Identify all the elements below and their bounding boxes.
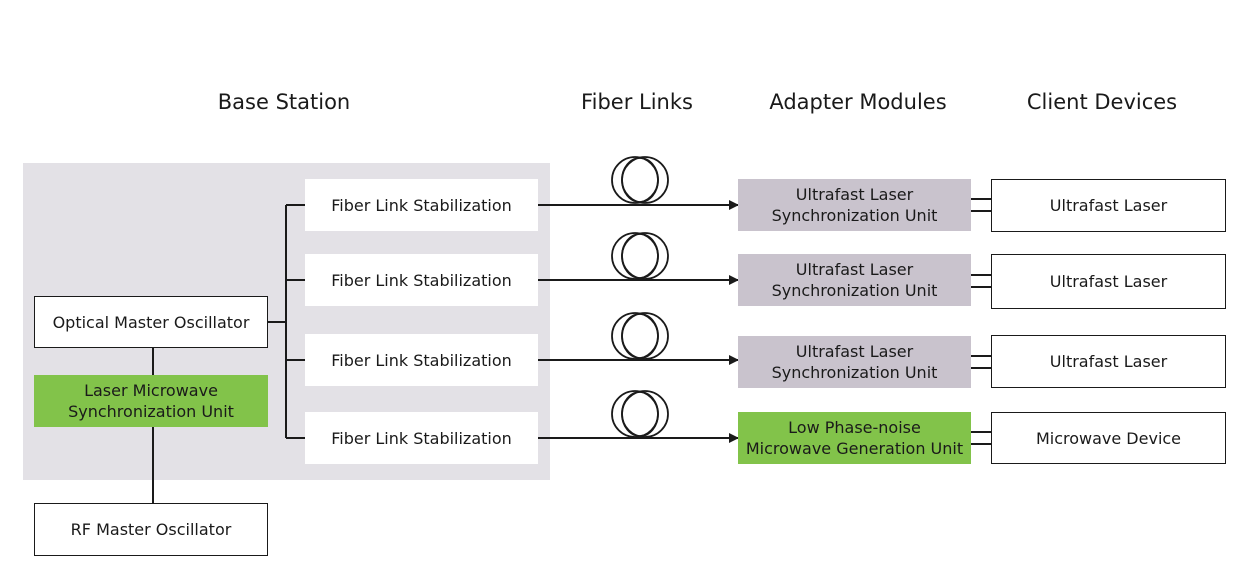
adapter-module-3: Ultrafast Laser Synchronization Unit — [738, 336, 971, 388]
adapter-module-2: Ultrafast Laser Synchronization Unit — [738, 254, 971, 306]
adapter-line-1: Ultrafast Laser — [795, 185, 914, 204]
adapter-line-1: Ultrafast Laser — [795, 260, 914, 279]
adapter-line-2: Microwave Generation Unit — [745, 439, 964, 458]
adapter-line-2: Synchronization Unit — [771, 281, 938, 300]
adapter-line-2: Synchronization Unit — [771, 206, 938, 225]
adapter-line-1: Ultrafast Laser — [795, 342, 914, 361]
laser-microwave-line-1: Laser Microwave — [84, 381, 218, 400]
fiber-coil-icon-1 — [611, 156, 669, 204]
adapter-module-1: Ultrafast Laser Synchronization Unit — [738, 179, 971, 231]
adapter-module-4: Low Phase-noise Microwave Generation Uni… — [738, 412, 971, 464]
optical-master-oscillator-label: Optical Master Oscillator — [52, 312, 250, 332]
header-base-station: Base Station — [217, 90, 351, 114]
client-device-label: Ultrafast Laser — [1049, 196, 1168, 215]
client-device-label: Microwave Device — [1035, 428, 1182, 448]
stabilization-label: Fiber Link Stabilization — [331, 350, 512, 370]
adapter-line-1: Low Phase-noise — [788, 418, 921, 437]
client-device-2: Ultrafast Laser — [991, 254, 1226, 309]
client-device-4: Microwave Device — [991, 412, 1226, 464]
fiber-coil-icon-2 — [611, 232, 669, 280]
client-device-label: Ultrafast Laser — [1049, 352, 1168, 371]
fiber-link-stabilization-1: Fiber Link Stabilization — [305, 179, 538, 231]
client-device-label: Ultrafast Laser — [1049, 272, 1168, 291]
rf-master-oscillator-label: RF Master Oscillator — [70, 520, 232, 539]
optical-master-oscillator: Optical Master Oscillator — [34, 296, 268, 348]
adapter-line-2: Synchronization Unit — [771, 363, 938, 382]
laser-microwave-line-2: Synchronization Unit — [68, 402, 234, 421]
client-device-1: Ultrafast Laser — [991, 179, 1226, 232]
fiber-coil-icon-4 — [611, 390, 669, 438]
fiber-link-stabilization-2: Fiber Link Stabilization — [305, 254, 538, 306]
header-client-devices: Client Devices — [1026, 90, 1178, 114]
rf-master-oscillator: RF Master Oscillator — [34, 503, 268, 556]
laser-microwave-sync-unit: Laser Microwave Synchronization Unit — [34, 375, 268, 427]
client-device-3: Ultrafast Laser — [991, 335, 1226, 388]
stabilization-label: Fiber Link Stabilization — [331, 195, 512, 215]
header-fiber-links: Fiber Links — [581, 90, 693, 114]
fiber-link-stabilization-3: Fiber Link Stabilization — [305, 334, 538, 386]
stabilization-label: Fiber Link Stabilization — [331, 270, 512, 290]
stabilization-label: Fiber Link Stabilization — [331, 428, 512, 448]
header-adapter-modules: Adapter Modules — [769, 90, 947, 114]
fiber-coil-icon-3 — [611, 312, 669, 360]
fiber-link-stabilization-4: Fiber Link Stabilization — [305, 412, 538, 464]
